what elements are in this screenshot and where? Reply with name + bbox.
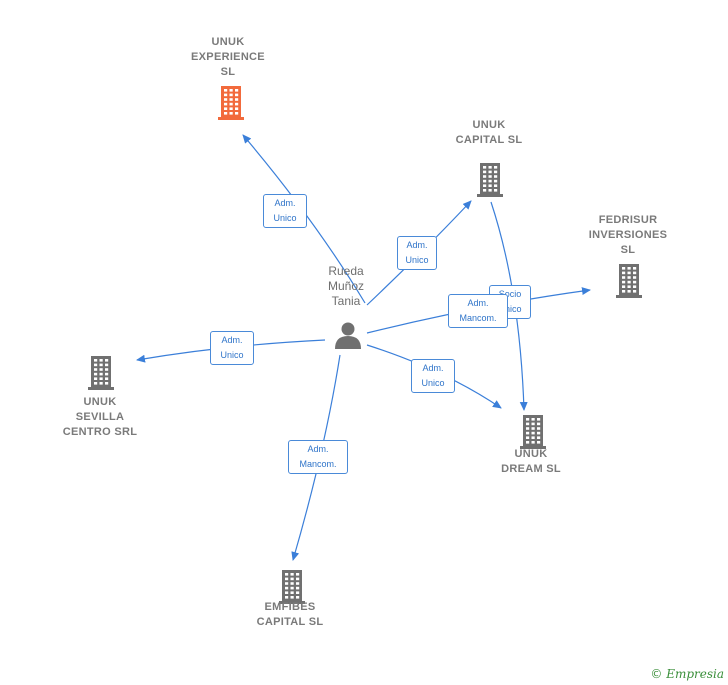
edge-person-to-unuk-experience (242, 134, 366, 304)
edge-label-person-to-fedrisur: Adm. Mancom. (448, 294, 508, 328)
brand-logo: Empresia (666, 667, 724, 681)
building-icon[interactable] (218, 86, 244, 120)
building-icon[interactable] (279, 570, 305, 604)
node-label-unuk-capital[interactable]: UNUK CAPITAL SL (455, 119, 523, 146)
node-label-unuk-experience[interactable]: UNUK EXPERIENCE SL (191, 36, 265, 78)
copyright-symbol: © (650, 667, 663, 681)
edge-label-person-to-unuk-capital: Adm. Unico (397, 236, 437, 270)
node-label-unuk-dream[interactable]: UNUK DREAM SL (501, 448, 561, 475)
building-icon[interactable] (88, 356, 114, 390)
person-icon[interactable] (335, 322, 361, 350)
person-name[interactable]: Rueda Muñoz Tania (327, 264, 365, 308)
node-label-emfibes[interactable]: EMFIBES CAPITAL SL (256, 601, 324, 628)
building-icon[interactable] (477, 163, 503, 197)
edge-label-person-to-unuk-dream: Adm. Unico (411, 359, 455, 393)
edge-label-person-to-unuk-experience: Adm. Unico (263, 194, 307, 228)
edge-label-person-to-emfibes: Adm. Mancom. (288, 440, 348, 474)
edge-label-person-to-unuk-sevilla: Adm. Unico (210, 331, 254, 365)
building-icon[interactable] (616, 264, 642, 298)
node-label-fedrisur[interactable]: FEDRISUR INVERSIONES SL (588, 214, 668, 256)
node-label-unuk-sevilla[interactable]: UNUK SEVILLA CENTRO SRL (62, 396, 138, 438)
copyright-notice: © Empresia (650, 667, 724, 681)
building-icon[interactable] (520, 415, 546, 449)
